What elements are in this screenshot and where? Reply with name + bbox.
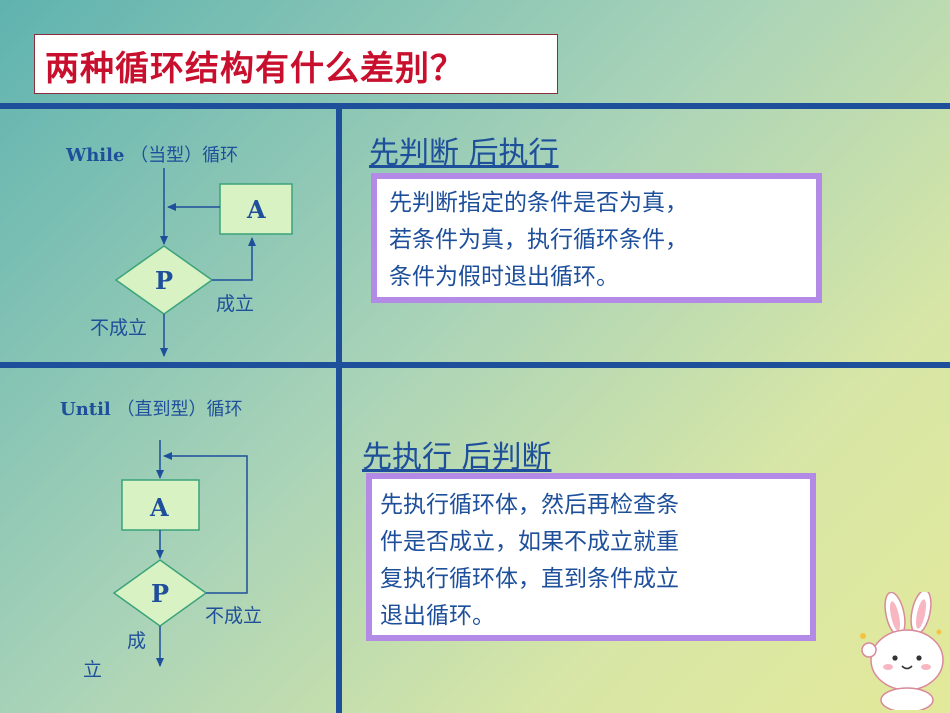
until-yes-label-2: 立 (83, 659, 103, 681)
divider-middle (0, 362, 950, 368)
while-title-zh: （当型）循环 (130, 145, 239, 166)
while-yes-label: 成立 (216, 293, 255, 315)
until-flowchart (112, 440, 248, 667)
while-process-box (219, 183, 293, 235)
while-desc-line: 条件为假时退出循环。 (389, 264, 619, 290)
until-process-box (121, 479, 200, 531)
until-desc-line: 先执行循环体，然后再检查条 (380, 492, 679, 518)
while-title-en: While (66, 145, 125, 166)
while-no-label: 不成立 (90, 317, 148, 339)
until-title-en: Until (60, 399, 111, 420)
while-desc-line: 若条件为真，执行循环条件， (389, 227, 688, 253)
until-decision-label: P (151, 579, 170, 608)
title-box: 两种循环结构有什么差别？ (34, 34, 558, 94)
page-title: 两种循环结构有什么差别？ (45, 49, 465, 89)
while-yes-line (212, 237, 256, 281)
until-no-label: 不成立 (205, 605, 263, 627)
until-heading: 先执行 后判断 (362, 440, 552, 475)
while-desc-line: 先判断指定的条件是否为真， (389, 190, 688, 216)
while-box-label: A (247, 195, 266, 224)
until-yes-label-1: 成 (127, 630, 147, 652)
until-desc-line: 件是否成立，如果不成立就重 (380, 529, 679, 555)
divider-top (0, 103, 950, 109)
until-description-box: 先执行循环体，然后再检查条 件是否成立，如果不成立就重 复执行循环体，直到条件成… (366, 473, 816, 641)
while-heading: 先判断 后执行 (369, 136, 559, 171)
while-flowchart (114, 168, 293, 357)
rabbit-sticker-icon (860, 592, 944, 710)
until-desc-line: 复执行循环体，直到条件成立 (380, 566, 679, 592)
until-loop-line (163, 452, 248, 594)
until-box-label: A (150, 493, 169, 522)
until-title-zh: （直到型）循环 (116, 399, 243, 420)
while-description-box: 先判断指定的条件是否为真， 若条件为真，执行循环条件， 条件为假时退出循环。 (371, 173, 822, 303)
until-diagram-title: Until （直到型）循环 (60, 395, 243, 421)
while-diagram-title: While （当型）循环 (66, 141, 238, 167)
while-decision-label: P (155, 266, 174, 295)
divider-vertical (336, 103, 342, 713)
until-desc-line: 退出循环。 (380, 603, 495, 629)
